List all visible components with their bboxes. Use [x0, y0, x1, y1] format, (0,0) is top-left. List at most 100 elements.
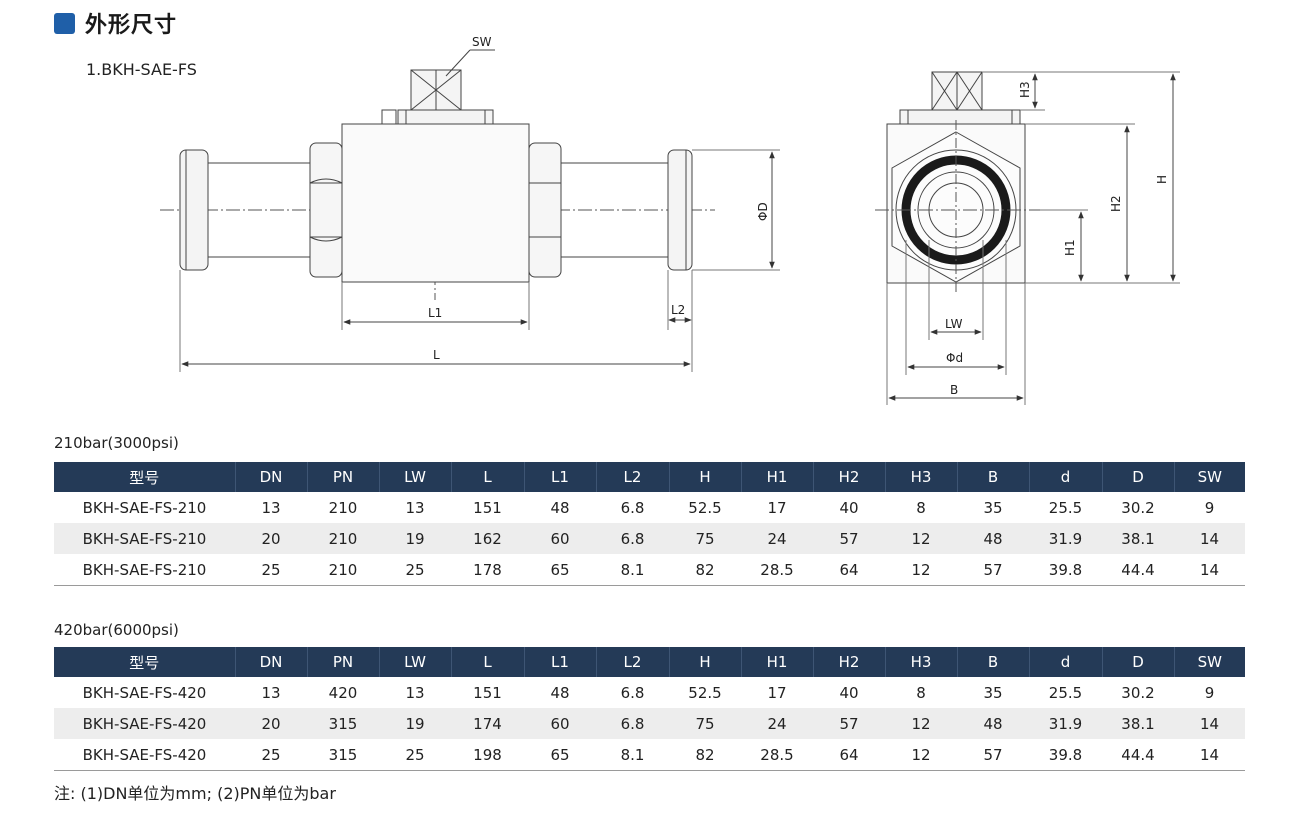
- table-title-420: 420bar(6000psi): [54, 621, 179, 639]
- table-cell: 9: [1204, 498, 1215, 517]
- section-header: 外形尺寸: [54, 8, 177, 38]
- table-cell: 38.1: [1102, 708, 1174, 739]
- table-cell: 13: [261, 498, 281, 517]
- column-header: L1: [524, 462, 597, 492]
- table-cell: 65: [524, 554, 596, 586]
- column-header: H1: [741, 462, 814, 492]
- table-cell: 9: [1204, 683, 1215, 702]
- table-cell: 8: [916, 683, 926, 702]
- blue-square-icon: [54, 12, 75, 34]
- table-cell: 6.8: [620, 683, 645, 702]
- column-header: D: [1102, 647, 1175, 677]
- column-header: L2: [596, 462, 670, 492]
- table-cell: 6.8: [596, 708, 669, 739]
- table-cell: 24: [741, 708, 813, 739]
- table-cell: 48: [550, 498, 570, 517]
- column-header: LW: [379, 462, 452, 492]
- table-cell: 13: [405, 498, 425, 517]
- table-cell: 44.4: [1102, 739, 1174, 771]
- table-cell: 52.5: [688, 683, 722, 702]
- table-cell: 57: [813, 523, 885, 554]
- table-cell: 64: [813, 739, 885, 771]
- footnote: 注: (1)DN单位为mm; (2)PN单位为bar: [54, 784, 336, 803]
- table-cell: 19: [379, 708, 451, 739]
- label-h1: H1: [1063, 239, 1077, 256]
- column-header: L: [451, 462, 525, 492]
- table-cell: 31.9: [1029, 523, 1102, 554]
- table-cell: 17: [767, 498, 787, 517]
- column-header: DN: [235, 462, 308, 492]
- section-title: 外形尺寸: [85, 13, 178, 38]
- table-cell: 12: [885, 739, 957, 771]
- table-cell: BKH-SAE-FS-210: [54, 523, 235, 554]
- column-header: H2: [813, 462, 886, 492]
- column-header: L: [451, 647, 525, 677]
- table-cell: BKH-SAE-FS-210: [54, 554, 235, 586]
- table-cell: 25: [379, 739, 451, 771]
- column-header: L1: [524, 647, 597, 677]
- table-cell: 24: [741, 523, 813, 554]
- table-cell: 178: [451, 554, 524, 586]
- column-header: SW: [1174, 647, 1245, 677]
- label-b: B: [950, 383, 958, 397]
- column-header: d: [1029, 647, 1103, 677]
- table-cell: 39.8: [1029, 554, 1102, 586]
- column-header: H3: [885, 462, 958, 492]
- table-cell: 28.5: [741, 554, 813, 586]
- table-cell: 65: [524, 739, 596, 771]
- table-cell: 25: [379, 554, 451, 586]
- table-cell: BKH-SAE-FS-420: [54, 739, 235, 771]
- table-cell: 12: [885, 708, 957, 739]
- table-cell: BKH-SAE-FS-420: [54, 708, 235, 739]
- table-cell: 31.9: [1029, 708, 1102, 739]
- table-cell: 6.8: [620, 498, 645, 517]
- column-header: B: [957, 462, 1030, 492]
- table-cell: 8.1: [596, 739, 669, 771]
- table-cell: 40: [839, 498, 859, 517]
- table-cell: 40: [839, 683, 859, 702]
- table-cell: 25: [235, 739, 307, 771]
- table-cell: 57: [957, 554, 1029, 586]
- table-cell: 25: [235, 554, 307, 586]
- table-cell: 57: [957, 739, 1029, 771]
- table-cell: 19: [379, 523, 451, 554]
- column-header: d: [1029, 462, 1103, 492]
- table-cell: 14: [1174, 523, 1245, 554]
- table-cell: 48: [957, 708, 1029, 739]
- label-l2: L2: [671, 303, 685, 317]
- column-header: 型号: [54, 647, 236, 677]
- table-cell: 48: [550, 683, 570, 702]
- column-header: H: [669, 647, 742, 677]
- column-header: D: [1102, 462, 1175, 492]
- column-header: 型号: [54, 462, 236, 492]
- column-header: SW: [1174, 462, 1245, 492]
- column-header: H: [669, 462, 742, 492]
- column-header: DN: [235, 647, 308, 677]
- label-l1: L1: [428, 306, 442, 320]
- table-cell: 82: [669, 554, 741, 586]
- side-view: [875, 71, 1180, 405]
- table-cell: 12: [885, 554, 957, 586]
- table-cell: 75: [669, 708, 741, 739]
- table-cell: 13: [405, 683, 425, 702]
- table-title-210: 210bar(3000psi): [54, 434, 179, 452]
- table-cell: 8.1: [596, 554, 669, 586]
- label-od: ΦD: [756, 202, 770, 221]
- table-cell: 151: [473, 498, 502, 517]
- table-cell: 315: [307, 739, 379, 771]
- table-cell: 60: [524, 708, 596, 739]
- table-cell: 35: [983, 498, 1003, 517]
- table-cell: 162: [451, 523, 524, 554]
- label-sw: SW: [472, 35, 492, 49]
- label-h: H: [1155, 175, 1169, 184]
- label-h3: H3: [1018, 81, 1032, 98]
- table-cell: 210: [328, 498, 358, 517]
- table-cell: 315: [307, 708, 379, 739]
